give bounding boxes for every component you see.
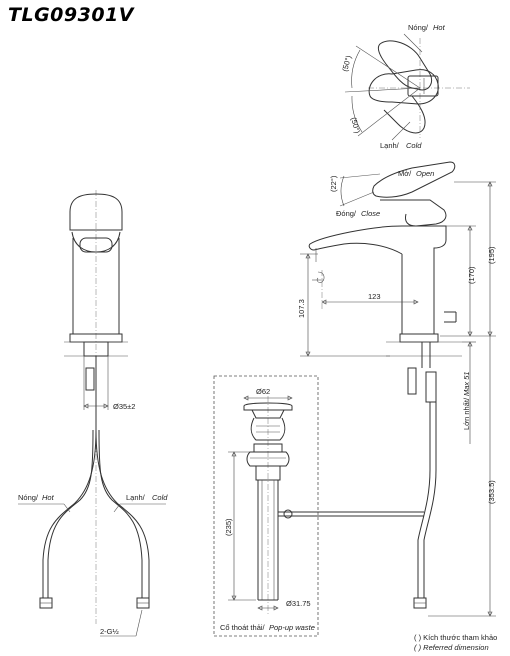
side-reach-123: 123 bbox=[368, 292, 381, 301]
handle-angle-bottom: (50°) bbox=[349, 116, 362, 135]
waste-label-en: Pop-up waste bbox=[269, 623, 315, 632]
dimension-notes: ( ) Kích thước tham khảo ( ) Referred di… bbox=[414, 633, 497, 652]
handle-cold-label: Lạnh/ bbox=[380, 141, 400, 150]
side-close-label: Đóng/ bbox=[336, 209, 357, 218]
front-cold-label: Lạnh/ bbox=[126, 493, 146, 502]
side-dim-353: (353.5) bbox=[487, 480, 496, 504]
side-dim-195: (195) bbox=[487, 246, 496, 264]
waste-bottom-diameter: Ø31.75 bbox=[286, 599, 311, 608]
popup-waste: Ø62 (235) Ø31.75 Cổ thoát thải/ Pop-up w… bbox=[213, 375, 424, 637]
side-dim-170: (170) bbox=[467, 266, 476, 284]
side-max-label: Lớn nhất/ bbox=[462, 397, 471, 430]
front-hot-en: Hot bbox=[42, 493, 55, 502]
handle-hot-en: Hot bbox=[433, 23, 446, 32]
front-diameter: Ø35±2 bbox=[113, 402, 135, 411]
side-view: (22°) Mở/ Open Đóng/ Close 107.3 123 bbox=[297, 161, 496, 617]
waste-label-vi: Cổ thoát thải/ bbox=[220, 623, 266, 632]
side-max-en: Max 51 bbox=[462, 371, 471, 396]
side-angle: (22°) bbox=[329, 175, 338, 192]
handle-hot-label: Nóng/ bbox=[408, 23, 429, 32]
front-cold-en: Cold bbox=[152, 493, 168, 502]
waste-height: (235) bbox=[224, 518, 233, 536]
front-view: Ø35±2 Nóng/ Hot Lạnh/ Cold 2-G½ bbox=[18, 190, 168, 637]
waste-top-diameter: Ø62 bbox=[256, 387, 270, 396]
side-height-107: 107.3 bbox=[297, 299, 306, 318]
model-title: TLG09301V bbox=[8, 4, 134, 26]
handle-top-view: (50°) (50°) Nóng/ Hot Lạnh/ Cold bbox=[340, 23, 470, 150]
note-reference-en: ( ) Referred dimension bbox=[414, 643, 489, 652]
handle-cold-en: Cold bbox=[406, 141, 422, 150]
handle-angle-top: (50°) bbox=[340, 54, 353, 73]
side-open-en: Open bbox=[416, 169, 434, 178]
side-close-en: Close bbox=[361, 209, 380, 218]
side-open-label: Mở/ bbox=[398, 169, 412, 178]
note-reference-vi: ( ) Kích thước tham khảo bbox=[414, 633, 497, 642]
front-thread: 2-G½ bbox=[100, 627, 120, 636]
front-hot-label: Nóng/ bbox=[18, 493, 39, 502]
